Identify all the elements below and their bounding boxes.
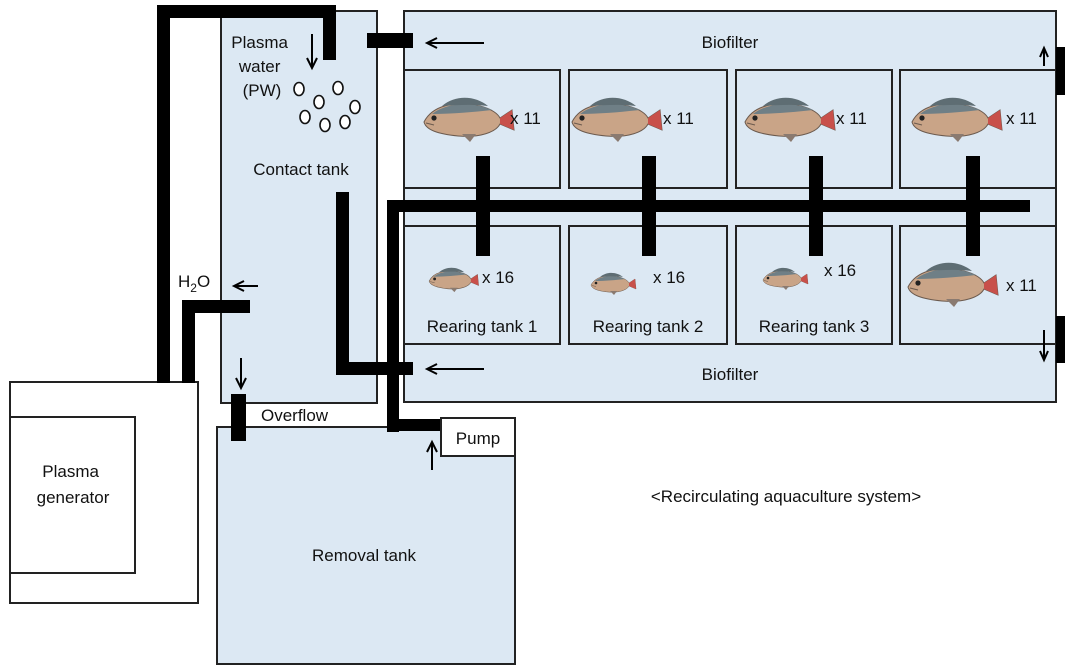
arrow-icon <box>1039 330 1049 363</box>
pipe-h2o-vertical <box>182 300 195 383</box>
removal-tank-label: Removal tank <box>312 546 416 565</box>
arrow-icon <box>235 358 247 391</box>
bubble-icon <box>293 81 305 97</box>
top-tank-2-count: x 11 <box>663 109 694 128</box>
pipe-tank-link-1 <box>476 156 490 256</box>
arrow-icon <box>231 280 258 292</box>
rearing-tank-2-label: Rearing tank 2 <box>593 317 704 336</box>
pipe-tank-link-2 <box>642 156 656 256</box>
bubble-icon <box>319 117 331 133</box>
pipe-tank-link-4 <box>966 156 980 256</box>
plasma-bubbles <box>293 80 361 133</box>
pipe-to-biofilter-top <box>367 33 413 48</box>
pipe-generator-top <box>157 5 336 18</box>
pipe-manifold-down <box>387 200 399 432</box>
pipe-h2o-horizontal <box>182 300 250 313</box>
rearing-tank-1-count: x 16 <box>482 268 514 287</box>
plasma-water-label: Plasma water (PW) <box>231 33 292 100</box>
pipes <box>157 5 1065 441</box>
bubble-icon <box>349 99 361 115</box>
contact-tank-label: Contact tank <box>253 160 349 179</box>
top-tank-3-count: x 11 <box>836 109 867 128</box>
arrow-icon <box>424 37 484 49</box>
system-title: <Recirculating aquaculture system> <box>651 487 921 506</box>
pipe-generator-vertical <box>157 5 170 383</box>
arrow-icon <box>424 363 484 375</box>
rearing-tank-4-count: x 11 <box>1006 276 1037 295</box>
pump-label: Pump <box>456 429 500 448</box>
overflow-label: Overflow <box>261 406 329 425</box>
pipe-to-biofilter-bottom <box>336 362 413 375</box>
rearing-tank-1-label: Rearing tank 1 <box>427 317 538 336</box>
pipe-manifold <box>387 200 1030 212</box>
pipe-tank-link-3 <box>809 156 823 256</box>
pipe-overflow <box>231 394 246 441</box>
biofilter-top-label: Biofilter <box>702 33 759 52</box>
plasma-generator-label: Plasma generator <box>37 462 110 507</box>
arrow-icon <box>1039 45 1049 66</box>
top-tank-1-count: x 11 <box>510 109 541 128</box>
removal-tank <box>216 426 516 665</box>
pipe-to-pump <box>387 419 442 431</box>
bubble-icon <box>332 80 344 96</box>
arrow-icon <box>426 439 438 470</box>
top-tank-4-count: x 11 <box>1006 109 1037 128</box>
rearing-tank-3-label: Rearing tank 3 <box>759 317 870 336</box>
contact-tank <box>220 10 378 404</box>
bubble-icon <box>339 114 351 130</box>
pipe-into-contact <box>323 5 336 60</box>
bubble-icon <box>313 94 325 110</box>
plasma-generator-panel <box>9 416 136 574</box>
pipe-right-top <box>1056 47 1065 95</box>
h2o-label: H2O <box>178 272 210 295</box>
bubble-icon <box>299 109 311 125</box>
flow-arrows <box>231 34 1049 470</box>
rearing-tank-3-count: x 16 <box>824 261 856 280</box>
pipe-right-bottom <box>1056 316 1065 363</box>
pipe-contact-outlet <box>336 192 349 374</box>
biofilter-bottom-label: Biofilter <box>702 365 759 384</box>
rearing-tank-2-count: x 16 <box>653 268 685 287</box>
arrow-icon <box>306 34 318 71</box>
pump-box <box>440 417 516 457</box>
